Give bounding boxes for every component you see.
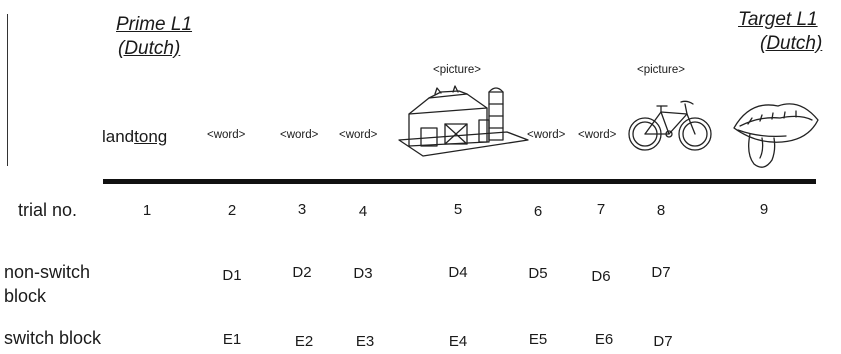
switch-cell-8: D7 xyxy=(653,333,673,350)
switch-block-label: switch block xyxy=(4,328,102,348)
trial-number-4: 4 xyxy=(358,203,368,220)
switch-cell-4: E3 xyxy=(355,333,375,350)
non-switch-cell-3: D2 xyxy=(292,264,312,281)
trial-number-2: 2 xyxy=(227,202,237,219)
barn-icon xyxy=(398,85,529,157)
non-switch-cell-4: D3 xyxy=(353,265,373,282)
switch-cell-2: E1 xyxy=(222,331,242,348)
word-placeholder-7: <word> xyxy=(578,129,617,141)
prime-header-line2: (Dutch) xyxy=(118,38,181,59)
trial-number-label: trial no. xyxy=(18,200,78,220)
trial-number-8: 8 xyxy=(656,202,666,219)
trial-number-1: 1 xyxy=(142,202,152,219)
left-divider-line xyxy=(7,14,8,166)
timeline-axis xyxy=(103,179,816,184)
trial-number-6: 6 xyxy=(533,203,543,220)
picture-placeholder-5: <picture> xyxy=(433,64,481,76)
switch-cell-3: E2 xyxy=(294,333,314,350)
switch-cell-5: E4 xyxy=(448,333,468,350)
prime-word-plain: land xyxy=(102,127,135,146)
target-header-line1: Target L1 xyxy=(738,9,818,30)
non-switch-cell-7: D6 xyxy=(591,268,611,285)
word-placeholder-4: <word> xyxy=(339,129,378,141)
trial-number-5: 5 xyxy=(453,201,463,218)
picture-placeholder-8: <picture> xyxy=(637,64,685,76)
non-switch-label-line1: non-switch xyxy=(4,262,91,282)
non-switch-cell-2: D1 xyxy=(222,267,242,284)
non-switch-cell-8: D7 xyxy=(651,264,671,281)
prime-header-line1: Prime L1 xyxy=(116,14,193,35)
word-placeholder-2: <word> xyxy=(207,129,246,141)
non-switch-cell-5: D4 xyxy=(448,264,468,281)
word-placeholder-6: <word> xyxy=(527,129,566,141)
trial-number-9: 9 xyxy=(759,201,769,218)
non-switch-cell-6: D5 xyxy=(528,265,548,282)
switch-cell-7: E6 xyxy=(594,331,614,348)
prime-word: landtong xyxy=(102,127,167,147)
switch-cell-6: E5 xyxy=(528,331,548,348)
non-switch-label-line2: block xyxy=(4,286,47,306)
trial-number-7: 7 xyxy=(596,201,606,218)
bicycle-icon xyxy=(628,100,712,151)
prime-word-underlined: tong xyxy=(134,127,168,146)
mouth-tongue-icon xyxy=(733,103,819,168)
target-header-line2: (Dutch) xyxy=(760,33,823,54)
word-placeholder-3: <word> xyxy=(280,129,319,141)
trial-number-3: 3 xyxy=(297,201,307,218)
